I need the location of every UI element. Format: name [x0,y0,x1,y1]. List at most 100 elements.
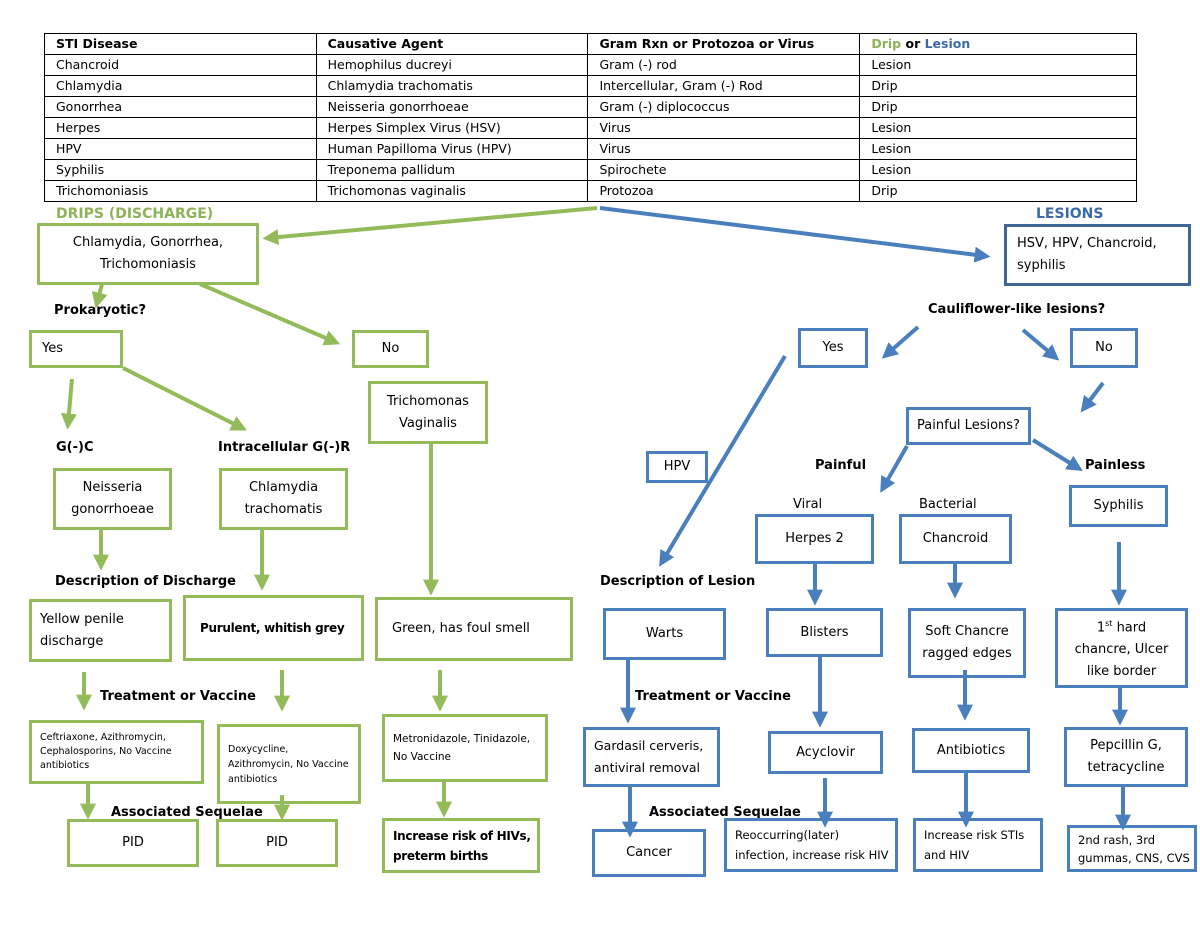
desc-chlam-box: Purulent, whitish grey [183,595,364,661]
chancroid-text: Chancroid [922,531,989,546]
cell-type: Lesion [859,159,1137,181]
header-or: or [901,36,925,51]
prokaryotic-question: Prokaryotic? [54,303,147,318]
treat-hpv-box: Gardasil cerveris, antiviral removal [583,727,720,787]
treat-trich-text: Metronidazole, Tinidazole, No Vaccine [393,733,531,763]
header-lesion: Lesion [924,36,971,51]
syphilis-text: Syphilis [1093,498,1144,513]
green-arrow-yes-to-igr [122,366,248,431]
trichomonas-box: Trichomonas Vaginalis [368,381,488,444]
chancroid-box: Chancroid [899,514,1012,564]
green-arrow-table-to-drips [262,206,598,246]
treat-syphilis-text: Pepcillin G, tetracycline [1087,738,1165,775]
cell-agent: Treponema pallidum [315,159,589,181]
blue-arrow-q-to-yes [881,325,920,359]
prokaryotic-no-box: No [352,330,429,368]
blue-arrow-no-to-painful-q [1080,381,1105,413]
herpes-box: Herpes 2 [755,514,874,564]
desc-chancroid-text: Soft Chancre ragged edges [922,624,1012,661]
seq-herpes-text: Reoccurring(later) infection, increase r… [735,828,889,862]
cell-gram: Protozoa [587,180,861,202]
description-discharge-label: Description of Discharge [55,574,236,589]
trichomonas-text: Trichomonas Vaginalis [387,393,469,431]
cauliflower-question: Cauliflower-like lesions? [928,302,1106,317]
desc-syph-sup: st [1105,618,1113,628]
desc-gono-text: Yellow penile discharge [40,611,124,649]
lesions-group-text: HSV, HPV, Chancroid, syphilis [1017,236,1157,273]
desc-herpes-box: Blisters [766,608,883,657]
desc-hpv-text: Warts [645,626,684,641]
seq-gono-box: PID [67,819,199,867]
treat-chancroid-text: Antibiotics [936,742,1006,758]
treat-chlam-text: Doxycycline, Azithromycin, No Vaccine an… [228,743,349,785]
desc-herpes-text: Blisters [800,624,849,640]
desc-chlam-text: Purulent, whitish grey [200,621,345,635]
header-drip: Drip [871,36,902,51]
gnc-label: G(-)C [56,440,94,455]
cell-gram: Intercellular, Gram (-) Rod [587,75,861,97]
no-text: No [381,341,400,356]
seq-gono-text: PID [122,835,144,850]
chlamydia-box: Chlamydia trachomatis [219,468,348,530]
sti-table: STI Disease Causative Agent Gram Rxn or … [44,33,1137,202]
blue-arrow-yes-to-desc [659,354,787,567]
bacterial-label: Bacterial [919,497,977,512]
lesions-group-box: HSV, HPV, Chancroid, syphilis [1004,224,1191,286]
desc-hpv-box: Warts [603,608,726,660]
seq-trich-text: Increase risk of HIVs, preterm births [393,828,531,863]
seq-herpes-box: Reoccurring(later) infection, increase r… [724,818,898,872]
blue-arrow-to-painless [1031,438,1083,471]
treat-gono-box: Ceftriaxone, Azithromycin, Cephalosporin… [29,720,204,784]
cell-agent: Trichomonas vaginalis [315,180,589,202]
yes-text: Yes [42,341,63,356]
treat-trich-box: Metronidazole, Tinidazole, No Vaccine [382,714,548,782]
desc-chancroid-box: Soft Chancre ragged edges [908,608,1026,678]
desc-syph-pre: 1 [1096,620,1106,636]
cell-disease: Chlamydia [44,75,317,97]
viral-label: Viral [793,497,823,512]
no-text: No [1095,340,1113,355]
herpes-text: Herpes 2 [785,531,844,546]
cell-type: Drip [859,96,1137,118]
prokaryotic-yes-box: Yes [29,330,123,368]
painful-question-text: Painful Lesions? [917,418,1020,433]
seq-chlam-text: PID [266,835,288,850]
desc-trich-text: Green, has foul smell [392,621,530,636]
lesions-heading: LESIONS [1036,206,1104,222]
seq-hpv-text: Cancer [626,845,672,860]
green-arrow-group-to-no [199,282,341,346]
blue-arrow-q-to-no [1021,328,1060,361]
seq-trich-box: Increase risk of HIVs, preterm births [382,818,540,873]
yes-text: Yes [822,340,844,355]
neisseria-text: Neisseria gonorrhoeae [71,480,154,517]
treat-herpes-text: Acyclovir [796,744,855,760]
drips-group-box: Chlamydia, Gonorrhea, Trichomoniasis [37,223,259,285]
cell-type: Drip [859,180,1137,202]
seq-hpv-box: Cancer [592,829,706,877]
drips-heading: DRIPS (DISCHARGE) [56,206,214,222]
treat-syphilis-box: Pepcillin G, tetracycline [1064,727,1188,787]
chlamydia-text: Chlamydia trachomatis [244,480,323,517]
desc-gono-box: Yellow penile discharge [29,599,172,662]
desc-syphilis-box: 1st hard chancre, Ulcer like border [1055,608,1188,688]
cauliflower-no-box: No [1070,328,1138,368]
treat-chlam-box: Doxycycline, Azithromycin, No Vaccine an… [217,724,361,804]
cell-disease: Herpes [44,117,317,139]
cell-gram: Gram (-) diplococcus [587,96,861,118]
seq-chancroid-text: Increase risk STIs and HIV [924,828,1025,862]
treatment-lesions-label: Treatment or Vaccine [635,689,791,704]
sequelae-drips-label: Associated Sequelae [111,805,263,820]
blue-arrow-to-painful [880,445,909,493]
neisseria-box: Neisseria gonorrhoeae [53,468,172,530]
seq-syphilis-text: 2nd rash, 3rd gummas, CNS, CVS [1078,832,1190,865]
desc-syph-post: hard chancre, Ulcer like border [1074,620,1169,680]
treat-herpes-box: Acyclovir [768,731,883,774]
painful-question-box: Painful Lesions? [906,407,1031,445]
green-arrow-group-to-yes [91,283,108,309]
hpv-text: HPV [663,459,691,474]
